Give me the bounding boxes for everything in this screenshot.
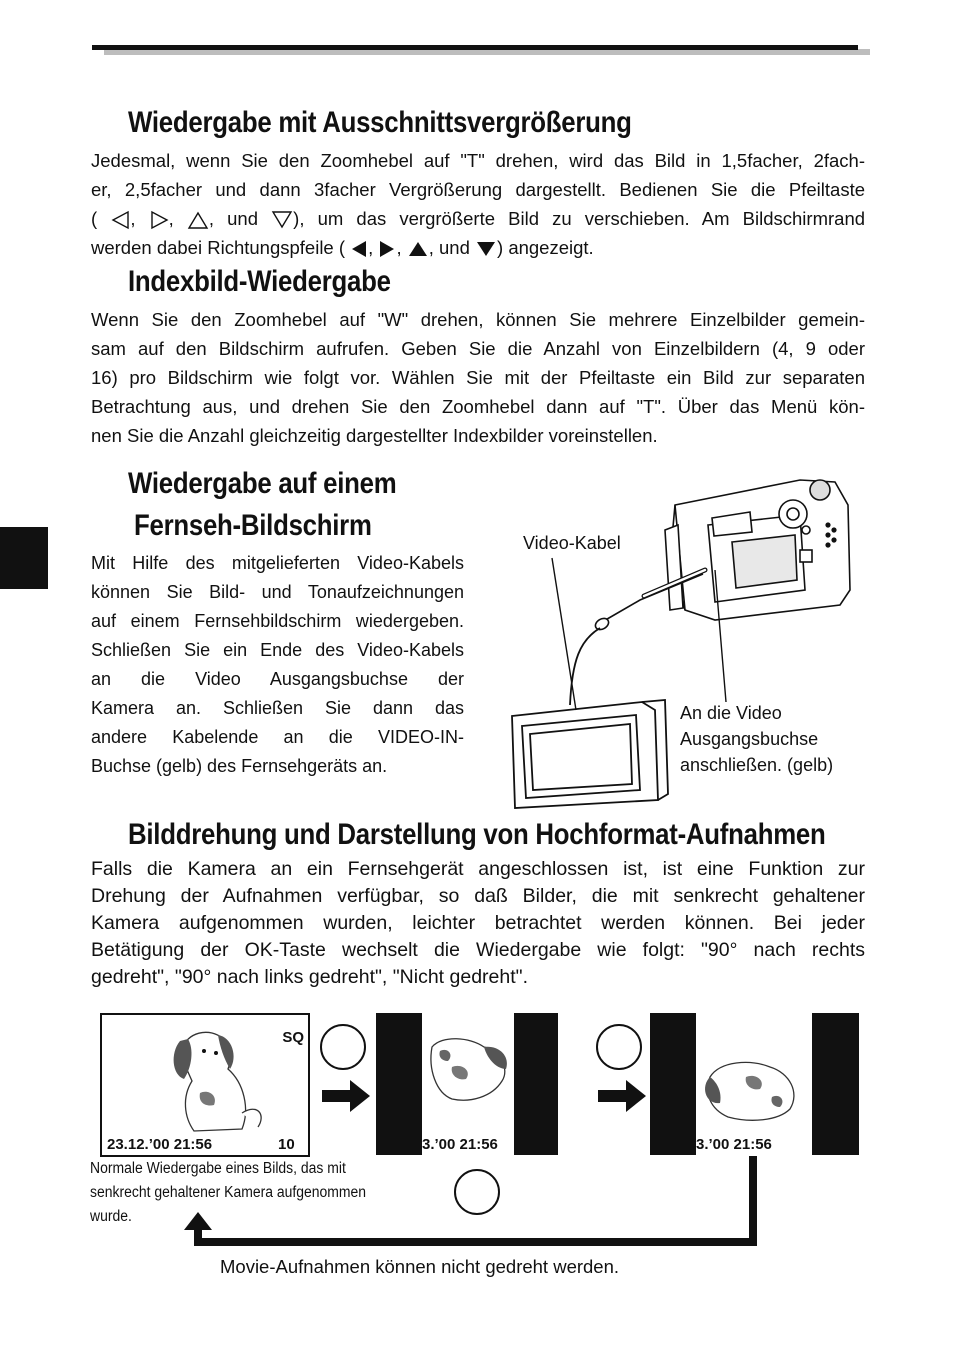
- rotate-line: Falls die Kamera an ein Fernsehgerät ang…: [91, 858, 865, 880]
- arrow-down-filled-icon: [477, 242, 496, 257]
- index-line: 16) pro Bildschirm wie folgt vor. Wählen…: [91, 367, 865, 388]
- tv-section-title-line1: Wiedergabe auf einem: [128, 467, 397, 500]
- index-section-text: Wenn Sie den Zoomhebel auf "W" drehen, k…: [91, 305, 865, 450]
- quality-badge: SQ: [282, 1029, 304, 1046]
- panel1-caption: Normale Wiedergabe eines Bilds, das mit …: [90, 1157, 396, 1229]
- zoom-section-title: Wiedergabe mit Ausschnittsvergrößerung: [128, 106, 632, 139]
- zoom-line-4a: werden dabei Richtungspfeile (: [91, 237, 346, 258]
- tv-line: Buchse (gelb) des Fernsehgeräts an.: [91, 756, 388, 776]
- zoom-line-3e: ), um das vergrößerte Bild zu verschiebe…: [293, 208, 866, 229]
- panel2-datetime: 3.’00 21:56: [422, 1136, 498, 1153]
- arrow-up-filled-icon: [408, 242, 427, 257]
- jack-label-line: Ausgangsbuchse: [680, 729, 819, 749]
- playback-panel-normal: SQ 23.12.’00 21:56 10: [100, 1013, 310, 1157]
- chapter-tab: [0, 527, 48, 589]
- right-arrow-icon: [322, 1080, 370, 1112]
- tv-line: Schließen Sie ein Ende des Video-Kabels: [91, 640, 464, 660]
- arrow-right-filled-icon: [380, 241, 395, 258]
- jack-label-line: An die Video: [680, 703, 782, 723]
- caption-line: wurde.: [90, 1208, 132, 1225]
- arrow-left-filled-icon: [352, 241, 367, 258]
- tv-illustration: [511, 699, 669, 809]
- header-rule-shadow: [104, 49, 870, 55]
- dog-photo: [430, 1038, 507, 1101]
- movie-note: Movie-Aufnahmen können nicht gedreht wer…: [220, 1256, 620, 1277]
- arrow-right-outline-icon: [150, 210, 169, 230]
- panel3-datetime: 3.’00 21:56: [696, 1136, 772, 1153]
- rotate-section-title: Bilddrehung und Darstellung von Hochform…: [128, 818, 826, 851]
- zoom-line-3b: ,: [130, 208, 136, 229]
- zoom-line-4b: ,: [368, 237, 374, 258]
- zoom-section-text: Jedesmal, wenn Sie den Zoomhebel auf "T"…: [91, 146, 865, 262]
- zoom-line-4d: , und: [428, 237, 470, 258]
- tv-line: auf einem Fernsehbildschirm wiedergeben.: [91, 611, 464, 631]
- tv-line: Mit Hilfe des mitgelieferten Video-Kabel…: [91, 553, 464, 573]
- zoom-line-1: Jedesmal, wenn Sie den Zoomhebel auf "T"…: [91, 150, 865, 171]
- caption-line: Normale Wiedergabe eines Bilds, das mit: [90, 1160, 346, 1177]
- tv-line: an die Video Ausgangsbuchse der: [91, 669, 464, 689]
- tv-section-text: Mit Hilfe des mitgelieferten Video-Kabel…: [91, 549, 464, 781]
- tv-connection-illustration: [511, 479, 851, 809]
- rotate-line: Drehung der Aufnahmen verfügbar, so daß …: [91, 885, 865, 907]
- zoom-line-3d: , und: [208, 208, 259, 229]
- dog-photo: [705, 1061, 795, 1121]
- right-arrow-icon: [598, 1080, 646, 1112]
- zoom-line-4e: ) angezeigt.: [497, 237, 594, 258]
- jack-label-line: anschließen. (gelb): [680, 755, 834, 775]
- arrow-down-outline-icon: [271, 211, 293, 229]
- dog-photo: [173, 1031, 262, 1132]
- rotate-line: gedreht", "90° nach links gedreht", "Nic…: [91, 966, 528, 988]
- panel1-frame-number: 10: [278, 1136, 295, 1153]
- tv-line: können Sie Bild- und Tonaufzeichnungen: [91, 582, 464, 602]
- index-line: Wenn Sie den Zoomhebel auf "W" drehen, k…: [91, 309, 865, 330]
- zoom-line-4: werden dabei Richtungspfeile ( , , , und…: [91, 233, 865, 262]
- video-cable-label: Video-Kabel: [523, 533, 621, 553]
- tv-section-title-line2: Fernseh-Bildschirm: [134, 509, 372, 542]
- zoom-line-3a: (: [91, 208, 98, 229]
- playback-panel-rotated-right: 3.’00 21:56: [376, 1013, 558, 1155]
- panel1-datetime: 23.12.’00 21:56: [107, 1136, 213, 1153]
- rotate-line: Betätigung der OK-Taste wechselt die Wie…: [91, 939, 865, 961]
- index-line: sam auf den Bildschirm aufrufen. Geben S…: [91, 338, 865, 359]
- index-line: nen Sie die Anzahl gleichzeitig dargeste…: [91, 425, 658, 446]
- header-rule: [92, 45, 858, 50]
- camera-illustration: [664, 479, 851, 621]
- rotate-section-text: Falls die Kamera an ein Fernsehgerät ang…: [91, 856, 865, 991]
- index-line: Betrachtung aus, und drehen Sie den Zoom…: [91, 396, 865, 417]
- video-jack-label: An die Video Ausgangsbuchse anschließen.…: [680, 700, 833, 778]
- ok-button-icon: [596, 1024, 642, 1070]
- zoom-line-4c: ,: [396, 237, 402, 258]
- rotate-line: Kamera aufgenommen wurden, leichter betr…: [91, 912, 865, 934]
- tv-line: Kamera an. Schließen Sie dann das: [91, 698, 464, 718]
- playback-panel-rotated-left: 3.’00 21:56: [650, 1013, 859, 1155]
- zoom-line-3: ( , , , und ), um das vergrößerte Bild z…: [91, 204, 865, 233]
- ok-button-icon: [454, 1169, 500, 1215]
- return-loop-arrow: [184, 1156, 757, 1246]
- index-section-title: Indexbild-Wiedergabe: [128, 265, 391, 298]
- arrow-left-outline-icon: [111, 210, 130, 230]
- zoom-line-2: er, 2,5facher und dann 3facher Vergrößer…: [91, 179, 865, 200]
- tv-line: andere Kabelende an die VIDEO-IN-: [91, 727, 464, 747]
- arrow-up-outline-icon: [187, 211, 209, 229]
- caption-line: senkrecht gehaltener Kamera aufgenommen: [90, 1184, 367, 1201]
- zoom-line-3c: ,: [168, 208, 174, 229]
- ok-button-icon: [320, 1024, 366, 1070]
